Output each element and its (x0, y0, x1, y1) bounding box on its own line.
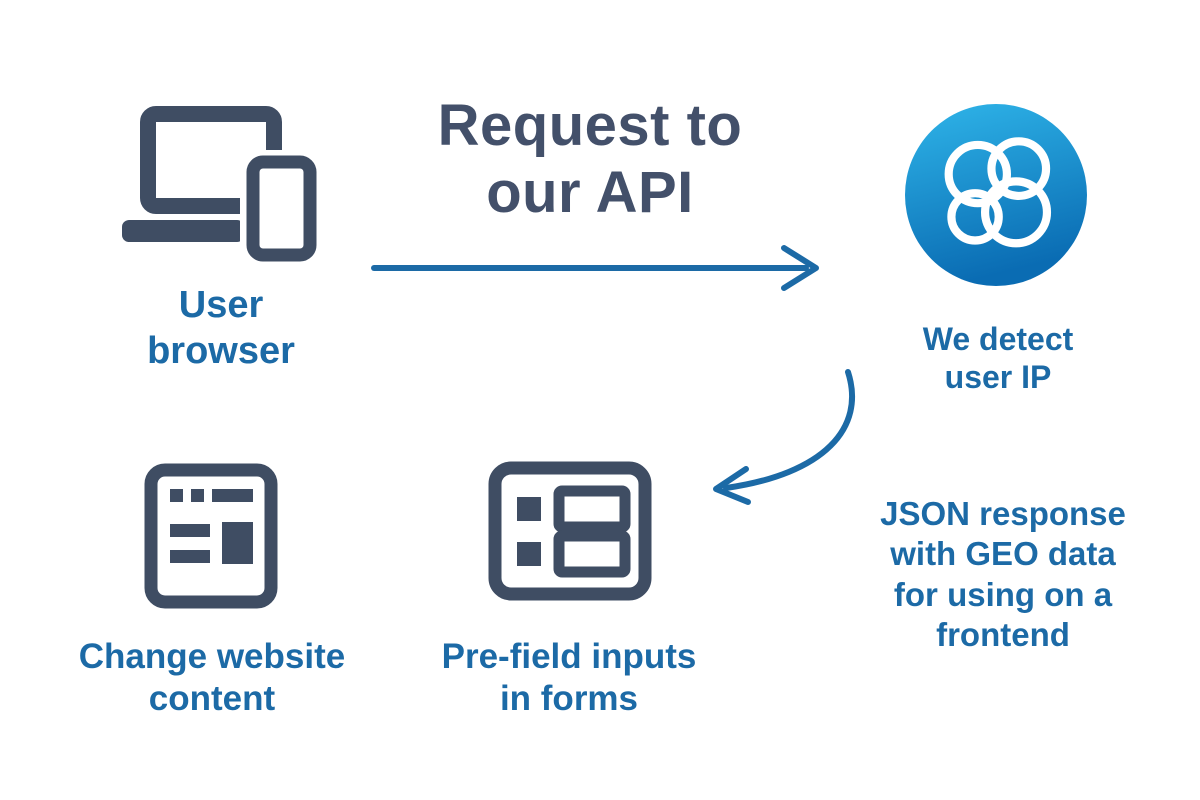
user-browser-label-line: User (178, 284, 264, 326)
json-response-label-line: JSON response (880, 495, 1126, 532)
overlapping-circles-logo (905, 104, 1087, 286)
prefill-inputs-label-line: in forms (499, 679, 639, 718)
we-detect-label-line: We detect (922, 321, 1074, 357)
user-browser-label: User browser (90, 282, 352, 375)
heading-line: our API (486, 160, 694, 226)
right-arrow (370, 240, 830, 294)
we-detect-label: We detect user IP (876, 320, 1120, 397)
prefill-inputs-label: Pre-field inputs in forms (398, 636, 740, 720)
user-browser-label-line: browser (147, 330, 295, 373)
laptop-and-phone-icon (112, 104, 327, 266)
form-rows-icon (487, 460, 653, 602)
prefill-inputs-label-line: Pre-field inputs (441, 637, 697, 676)
change-website-label-line: content (148, 679, 276, 718)
diagram-heading: Request to our API (360, 92, 820, 227)
curved-arrow-down-left (700, 368, 862, 510)
change-website-label-line: Change website (78, 637, 346, 676)
json-response-label-line: for using on a (893, 575, 1113, 613)
we-detect-label-line: user IP (944, 359, 1052, 396)
heading-line: Request to (437, 93, 743, 158)
json-response-label-line: frontend (936, 615, 1070, 653)
change-website-label: Change website content (38, 636, 386, 720)
browser-window-icon (143, 462, 279, 610)
json-response-label-line: with GEO data (890, 535, 1116, 573)
json-response-label: JSON response with GEO data for using on… (838, 494, 1168, 655)
